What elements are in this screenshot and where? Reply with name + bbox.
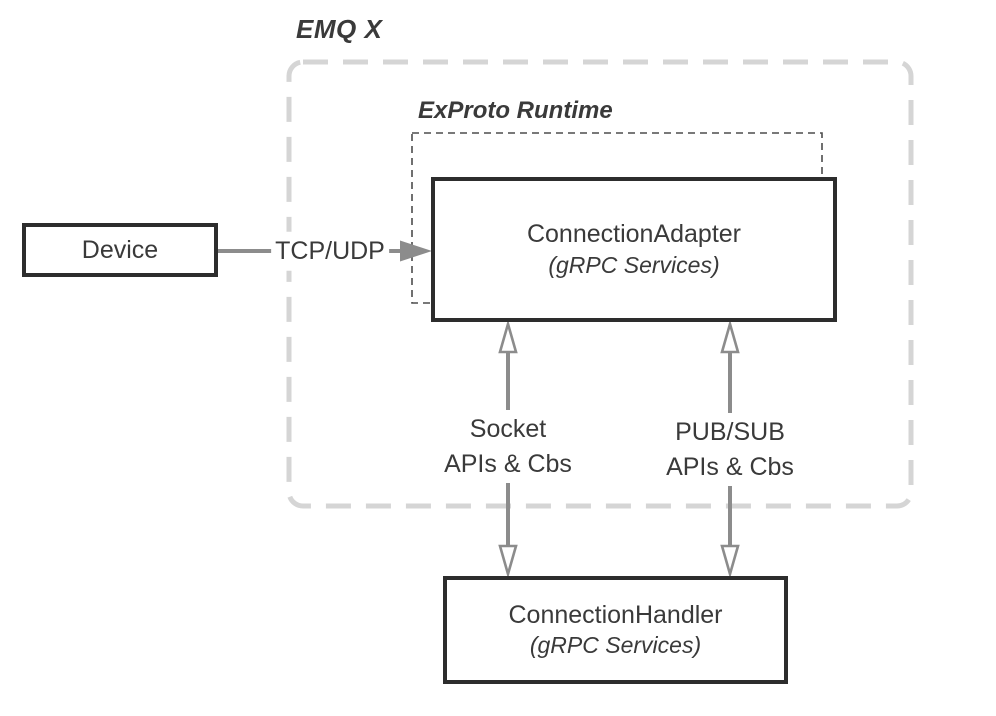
node-device: Device [22,223,218,277]
connection-handler-subtitle: (gRPC Services) [529,632,702,659]
node-connection-adapter: ConnectionAdapter (gRPC Services) [431,177,837,322]
connection-adapter-title: ConnectionAdapter [526,220,742,249]
emqx-dashed-container [286,59,914,509]
edge-label-pubsub: PUB/SUB APIs & Cbs [662,413,798,486]
emqx-container-label: EMQ X [296,14,383,44]
arrowhead-down-icon [720,544,740,579]
arrowhead-right-icon [400,240,432,262]
edge-label-pubsub-line1: PUB/SUB [675,418,785,446]
device-label: Device [81,235,159,264]
connection-adapter-subtitle: (gRPC Services) [548,251,720,278]
edge-label-pubsub-line2: APIs & Cbs [666,452,794,481]
edge-label-socket-line1: Socket [469,415,547,443]
connection-handler-title: ConnectionHandler [508,600,723,629]
node-connection-handler: ConnectionHandler (gRPC Services) [443,576,788,684]
edge-label-tcp-udp: TCP/UDP [271,231,389,271]
arrowhead-up-icon [720,319,740,354]
exproto-runtime-label: ExProto Runtime [418,97,613,124]
arrowhead-down-icon [498,544,518,579]
edge-label-socket: Socket APIs & Cbs [440,410,576,483]
edge-label-socket-line2: APIs & Cbs [444,449,572,478]
arrowhead-up-icon [498,319,518,354]
